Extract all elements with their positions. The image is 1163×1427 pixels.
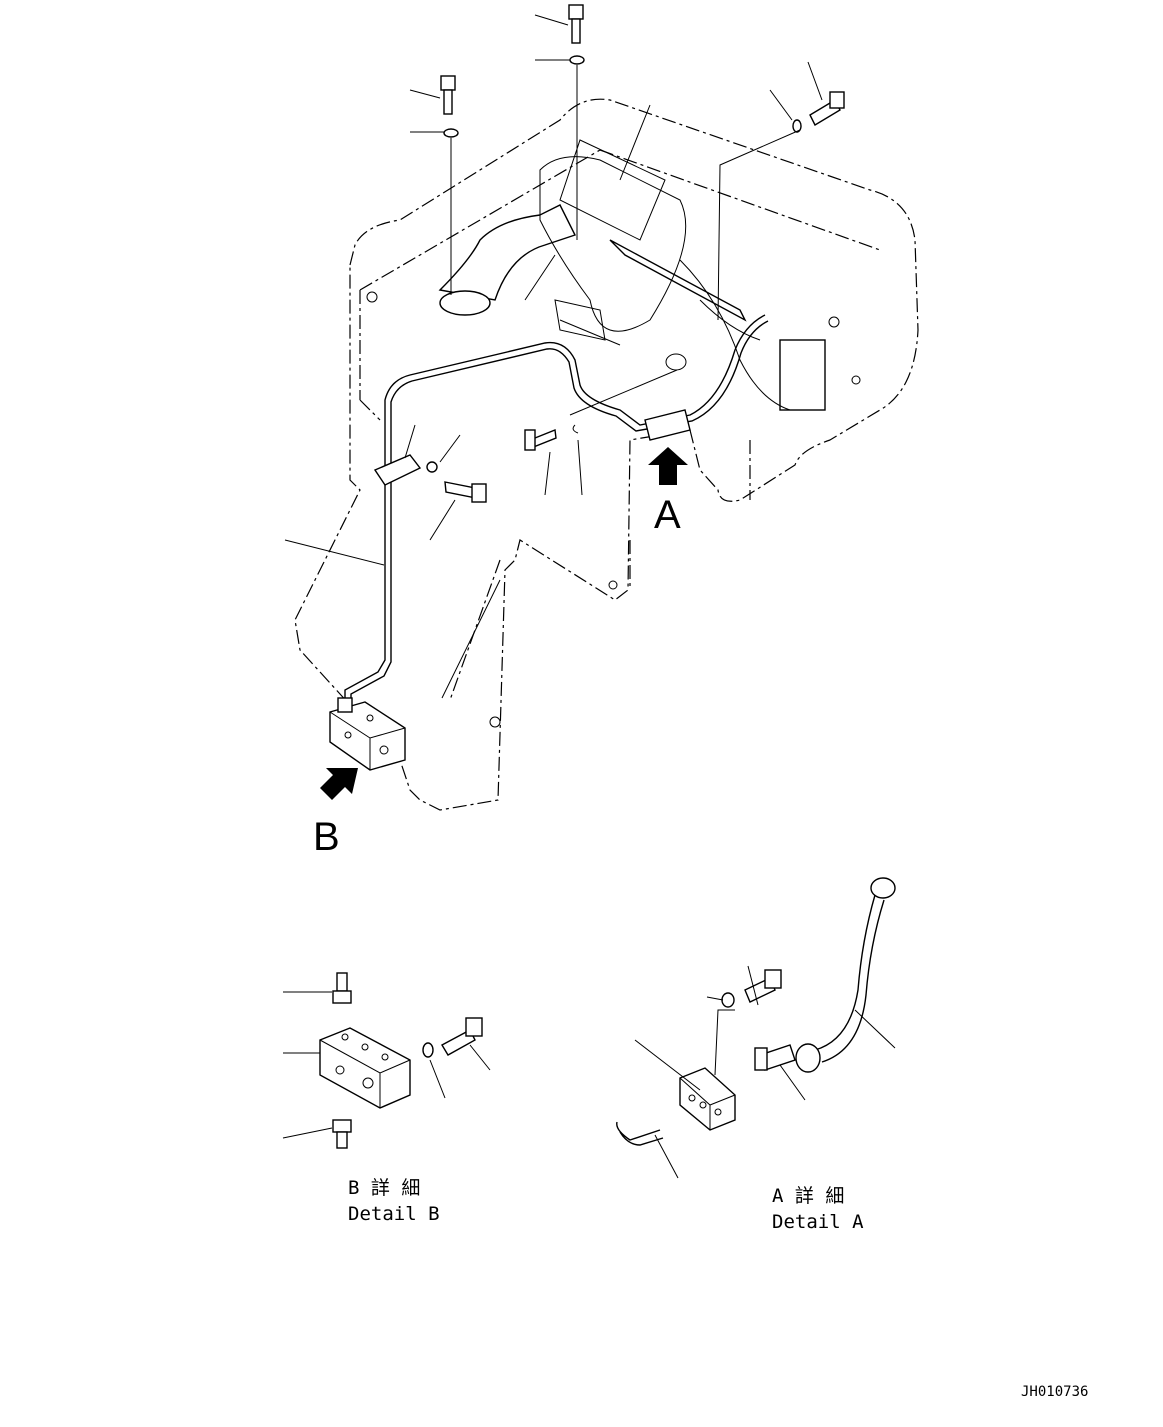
detail-a-drawing: A 詳 細 Detail A	[616, 877, 896, 1233]
view-arrow-icon	[320, 768, 358, 800]
view-label-b: B	[313, 815, 340, 859]
detail-b-drawing: B 詳 細 Detail B	[282, 972, 491, 1225]
detail-a-title-jp: A 詳 細	[772, 1185, 844, 1207]
detail-a-title-en: Detail A	[772, 1211, 864, 1233]
fasteners	[426, 4, 845, 503]
detail-b-title-jp: B 詳 細	[348, 1177, 420, 1199]
junction-block-b	[329, 697, 406, 771]
engine-components	[438, 139, 826, 411]
housing-outline	[294, 98, 919, 811]
drawing-code: JH010736	[1021, 1384, 1088, 1400]
view-arrow-b: B	[313, 768, 358, 859]
view-label-a: A	[654, 493, 681, 537]
view-arrow-a: A	[648, 447, 688, 537]
detail-b-title-en: Detail B	[348, 1203, 440, 1225]
pipe-line	[344, 314, 769, 700]
view-arrow-icon	[648, 447, 688, 485]
leader-lines	[284, 14, 823, 699]
